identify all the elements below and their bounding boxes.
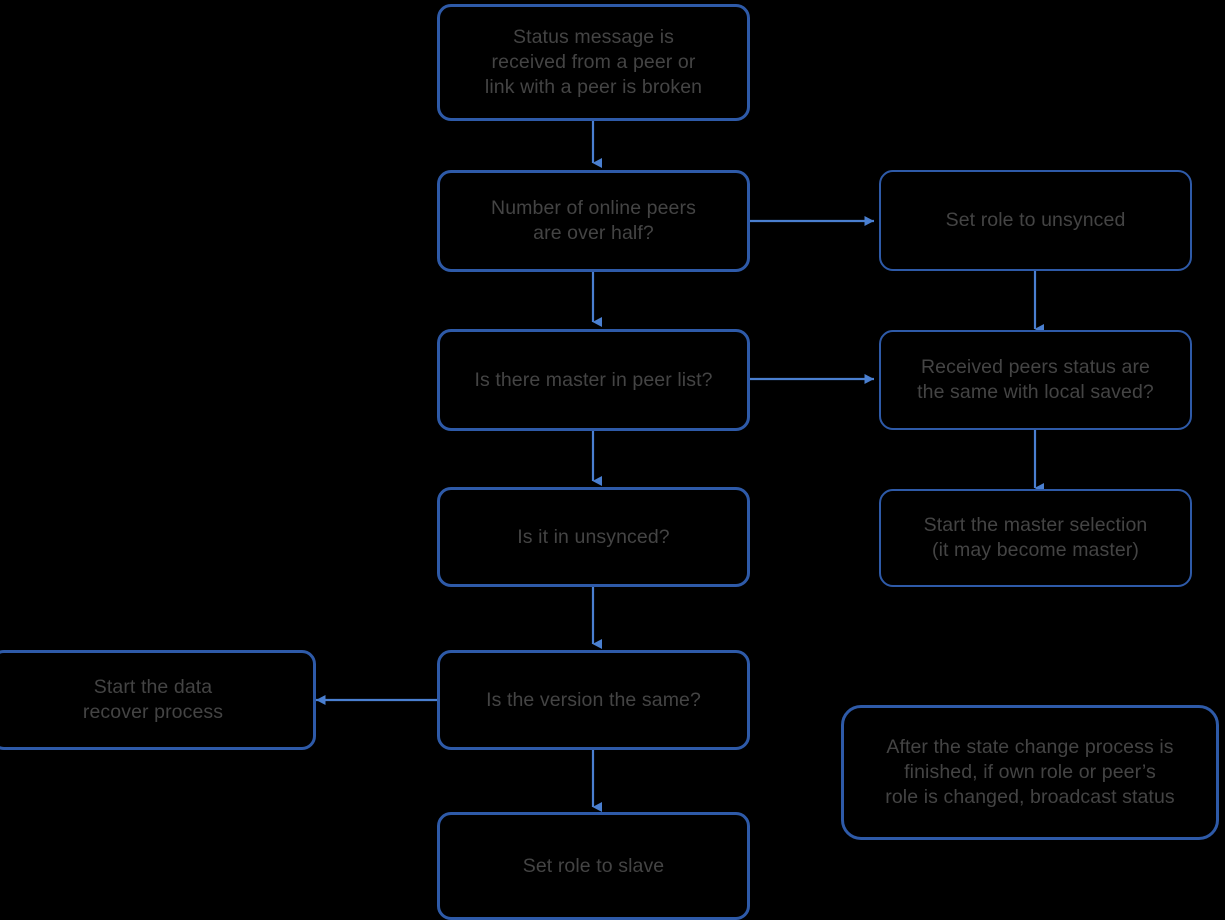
node-received-peers-status-same[interactable]: Received peers status are the same with … — [879, 330, 1192, 430]
node-master-in-peer-list[interactable]: Is there master in peer list? — [437, 329, 750, 431]
node-label: Start the master selection (it may becom… — [923, 514, 1148, 561]
node-label: Number of online peers are over half? — [491, 197, 696, 244]
node-label: Received peers status are the same with … — [917, 356, 1154, 403]
node-label: Is there master in peer list? — [474, 368, 713, 391]
node-label: Start the data recover process — [82, 676, 224, 723]
node-label: Is the version the same? — [486, 688, 701, 711]
node-start-master-selection[interactable]: Start the master selection (it may becom… — [879, 489, 1192, 587]
node-label: Is it in unsynced? — [517, 525, 670, 548]
node-is-it-in-unsynced[interactable]: Is it in unsynced? — [437, 487, 750, 587]
node-label: Set role to unsynced — [945, 209, 1126, 232]
node-label: Status message is received from a peer o… — [484, 26, 703, 98]
node-label: After the state change process is finish… — [885, 736, 1175, 808]
node-set-role-to-slave[interactable]: Set role to slave — [437, 812, 750, 920]
node-broadcast-status-note[interactable]: After the state change process is finish… — [841, 705, 1219, 840]
node-start-data-recover[interactable]: Start the data recover process — [0, 650, 316, 750]
node-status-message-received[interactable]: Status message is received from a peer o… — [437, 4, 750, 121]
node-set-role-to-unsynced[interactable]: Set role to unsynced — [879, 170, 1192, 271]
node-is-version-the-same[interactable]: Is the version the same? — [437, 650, 750, 750]
node-online-peers-over-half[interactable]: Number of online peers are over half? — [437, 170, 750, 272]
node-label: Set role to slave — [522, 854, 665, 877]
